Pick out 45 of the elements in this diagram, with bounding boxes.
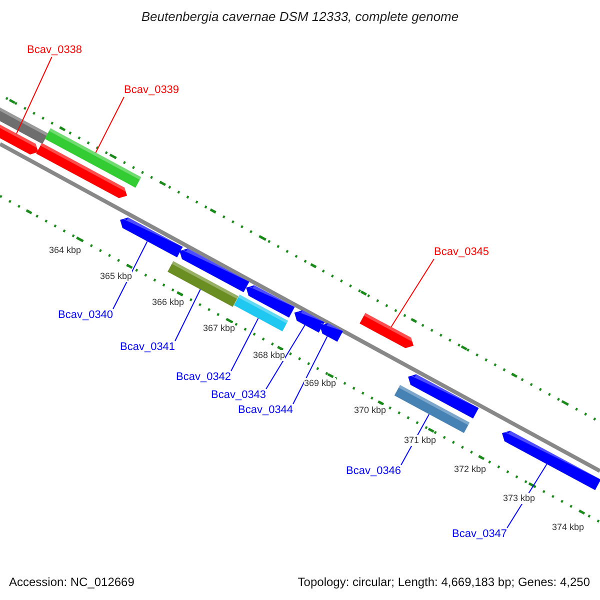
tick-label: 369 kbp [304,378,336,389]
gene-label: Bcav_0345 [434,246,490,259]
gene-label: Bcav_0339 [124,84,180,97]
leader-line [390,258,434,328]
tick-label: 370 kbp [354,405,386,416]
footer-text: Accession: NC_012669 [9,575,134,589]
gene-feature [246,285,295,318]
tick-label: 374 kbp [552,522,584,533]
gene-feature [234,294,288,332]
tick-label: 364 kbp [49,245,82,256]
tick-label: 373 kbp [503,493,536,504]
leader-line [112,240,148,310]
tick-label: 371 kbp [404,435,436,446]
gene-label: Bcav_0344 [238,404,294,417]
leader-line [266,324,306,390]
leader-line [174,288,201,342]
leader-line [292,336,328,404]
gene-feature [320,322,343,342]
gene-label: Bcav_0343 [211,389,266,402]
gene-feature [502,430,600,490]
gene-feature [168,261,238,307]
gene-label: Bcav_0338 [27,44,82,57]
leader-line [16,56,52,134]
gene-feature [408,374,479,419]
footer-text: Topology: circular; Length: 4,669,183 bp; Genes: 4,250 [298,575,590,589]
tick-label: 365 kbp [100,271,132,282]
gene-feature [360,312,415,348]
tick-label: 372 kbp [454,464,486,475]
gene-feature [36,143,128,198]
tick-label: 367 kbp [203,323,236,334]
tick-label: 366 kbp [152,297,184,308]
diagram-title: Beutenbergia cavernae DSM 12333, complete genome [140,9,460,24]
gene-label: Bcav_0346 [346,465,402,478]
tick-label: 368 kbp [253,350,286,361]
gene-feature [294,310,324,333]
gene-label: Bcav_0342 [176,371,232,384]
gene-label: Bcav_0341 [120,341,176,354]
gene-feature [394,385,470,433]
gene-feature [180,248,250,292]
gene-label: Bcav_0347 [452,528,508,541]
leader-line [95,96,124,154]
leader-line [230,318,259,372]
gene-feature [44,128,142,188]
gene-label: Bcav_0340 [58,309,114,322]
gene-feature [120,217,183,258]
